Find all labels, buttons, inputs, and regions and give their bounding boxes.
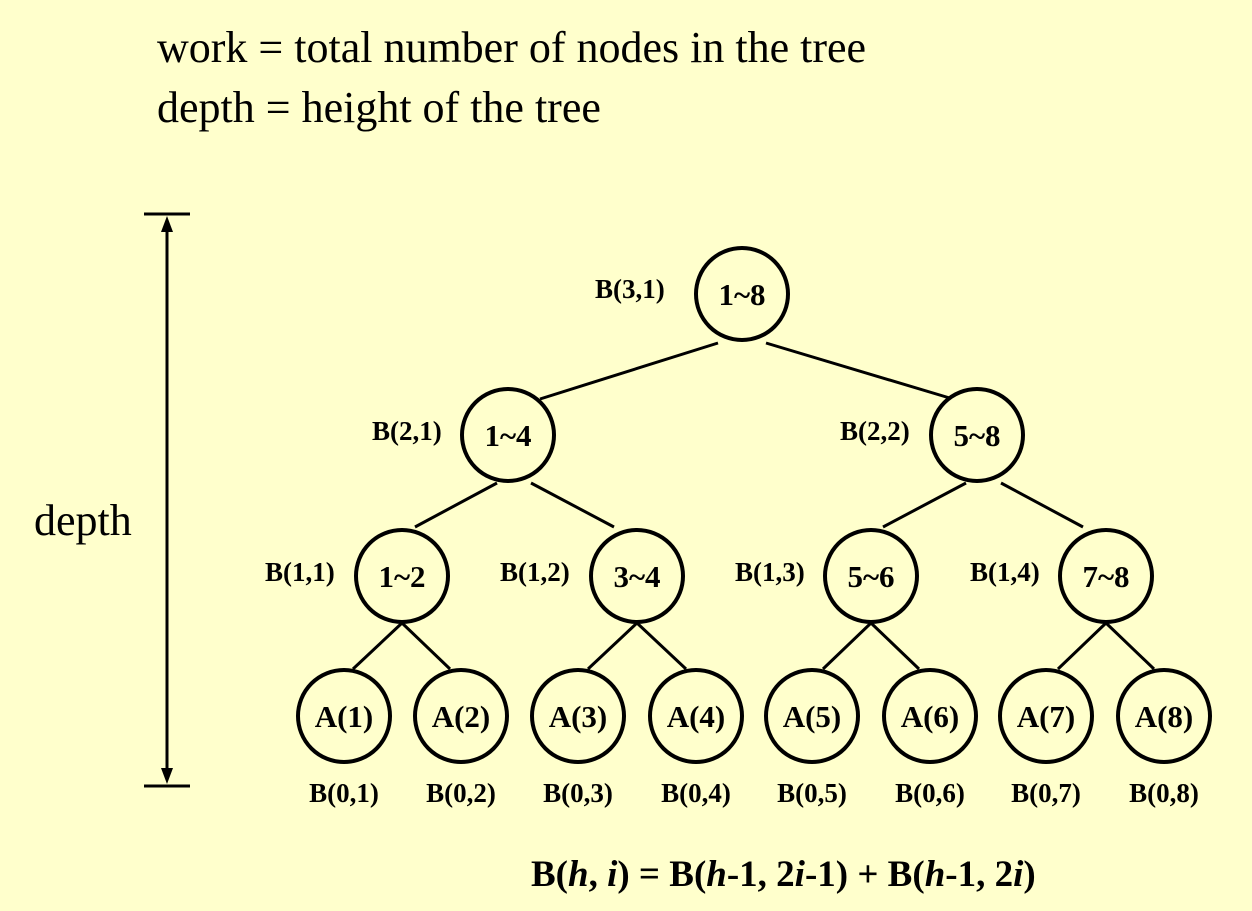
node-b-label: B(1,4) <box>970 557 1040 587</box>
tree-node-circle <box>764 668 860 764</box>
depth-definition: depth = height of the tree <box>157 83 601 132</box>
tree-node-text: 1~2 <box>378 559 425 594</box>
tree-edge <box>1104 621 1156 671</box>
tree-edge <box>414 481 498 529</box>
node-b-label: B(0,2) <box>426 778 496 808</box>
tree-node-text: 1~4 <box>484 418 531 453</box>
tree-edge <box>765 341 954 401</box>
tree-node-circle <box>648 668 744 764</box>
node-b-label: B(2,2) <box>840 416 910 446</box>
tree-node-circle <box>929 387 1025 483</box>
node-b-label: B(0,7) <box>1011 778 1081 808</box>
tree-node-circle <box>296 668 392 764</box>
node-b-label: B(0,4) <box>661 778 731 808</box>
tree-node-text: A(2) <box>432 699 491 734</box>
node-b-label: B(0,5) <box>777 778 847 808</box>
recurrence-formula: B(h, i) = B(h-1, 2i-1) + B(h-1, 2i) <box>531 854 1036 895</box>
tree-node-circle <box>413 668 509 764</box>
tree-edge <box>586 621 639 671</box>
tree-node-circle <box>823 528 919 624</box>
tree-edges <box>351 341 1156 671</box>
tree-node-text: 3~4 <box>613 559 660 594</box>
tree-edge <box>882 481 967 529</box>
tree-node-text: A(8) <box>1135 699 1194 734</box>
tree-node-text: A(4) <box>667 699 726 734</box>
tree-node-text: 5~6 <box>847 559 894 594</box>
tree-edge <box>869 621 921 671</box>
node-b-label: B(0,1) <box>309 778 379 808</box>
tree-node-circle <box>998 668 1094 764</box>
tree-node-text: 7~8 <box>1082 559 1129 594</box>
node-b-label: B(1,2) <box>500 557 570 587</box>
tree-node-circle <box>530 668 626 764</box>
node-b-label: B(1,3) <box>735 557 805 587</box>
tree-node-circle <box>694 246 790 342</box>
tree-node-text: 5~8 <box>953 418 1000 453</box>
node-b-label: B(0,6) <box>895 778 965 808</box>
node-b-label: B(1,1) <box>265 557 335 587</box>
tree-node-text: A(6) <box>901 699 960 734</box>
tree-node-circle <box>1116 668 1212 764</box>
node-b-label: B(0,3) <box>543 778 613 808</box>
tree-node-text: A(7) <box>1017 699 1076 734</box>
tree-node-circle <box>882 668 978 764</box>
tree-node-text: A(5) <box>783 699 842 734</box>
tree-nodes: 1~8B(3,1)1~4B(2,1)5~8B(2,2)1~2B(1,1)3~4B… <box>265 246 1212 808</box>
tree-node-circle <box>354 528 450 624</box>
node-b-label: B(0,8) <box>1129 778 1199 808</box>
depth-arrow <box>144 212 190 788</box>
tree-edge <box>400 621 452 671</box>
tree-node-circle <box>589 528 685 624</box>
tree-edge <box>530 481 615 529</box>
tree-edge <box>635 621 688 671</box>
tree-node-text: A(3) <box>549 699 608 734</box>
work-definition: work = total number of nodes in the tree <box>157 23 867 72</box>
tree-node-text: A(1) <box>315 699 374 734</box>
depth-label: depth <box>34 496 132 545</box>
tree-node-circle <box>460 387 556 483</box>
tree-node-circle <box>1058 528 1154 624</box>
tree-edge <box>539 341 719 401</box>
tree-edge <box>351 621 404 671</box>
tree-edge <box>1000 481 1084 529</box>
node-b-label: B(2,1) <box>372 416 442 446</box>
node-b-label: B(3,1) <box>595 274 665 304</box>
tree-node-text: 1~8 <box>718 277 765 312</box>
tree-edge <box>821 621 873 671</box>
tree-edge <box>1056 621 1108 671</box>
